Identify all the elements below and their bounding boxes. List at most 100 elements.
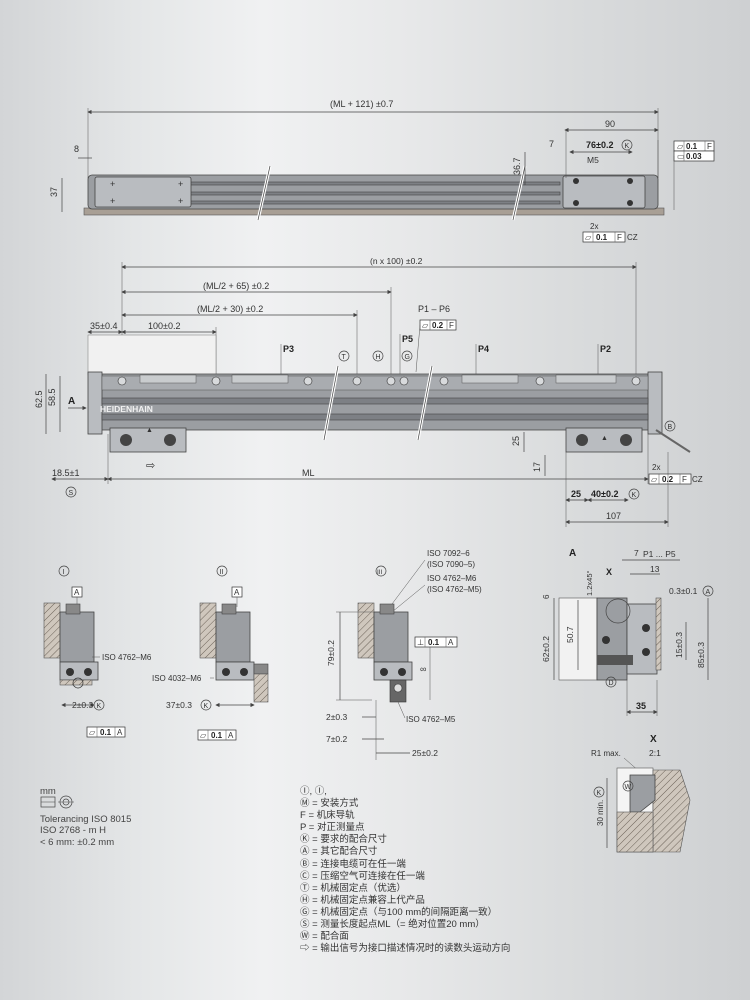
dim-107: 107 <box>606 511 621 521</box>
detail-ii-ref: A <box>234 588 240 597</box>
detail-iii-dim-25: 25±0.2 <box>412 748 438 758</box>
svg-text:+: + <box>178 179 183 189</box>
svg-text:▱: ▱ <box>422 321 429 330</box>
svg-text:K: K <box>204 703 209 710</box>
label-t: T <box>342 354 347 361</box>
detail-a-label-d: D <box>609 680 614 687</box>
detail-ii-dim: 37±0.3 <box>166 700 192 710</box>
end-block-left <box>94 176 192 208</box>
legend-item: ⇨ = 输出信号为接口描述情况时的读数头运动方向 <box>300 943 511 955</box>
label-h: H <box>376 354 381 361</box>
dim-100: 100±0.2 <box>148 321 180 331</box>
svg-text:▲: ▲ <box>601 435 608 442</box>
label-p4: P4 <box>478 344 489 354</box>
dim-25v: 25 <box>511 436 521 446</box>
detail-iii-dim-7: 7±0.2 <box>326 734 347 744</box>
detail-a-dim-0-3: 0.3±0.1 <box>669 586 698 596</box>
projection-symbol <box>40 795 74 809</box>
dim-62-5: 62.5 <box>34 390 44 408</box>
legend-item: F = 机床导轨 <box>300 810 355 822</box>
dim-n100: (n x 100) ±0.2 <box>370 256 423 266</box>
detail-x-label-w: W <box>625 784 632 791</box>
svg-text:K: K <box>625 143 630 150</box>
dim-ml2-30: (ML/2 + 30) ±0.2 <box>197 304 263 314</box>
legend-item: Ⓚ = 要求的配合尺寸 <box>300 834 387 846</box>
flatness-1: 0.1 <box>686 142 698 151</box>
detail-x-title: X <box>650 734 657 745</box>
detail-ii-tol-ref: A <box>228 731 234 740</box>
detail-i-tol-ref: A <box>117 728 123 737</box>
svg-text:+: + <box>178 196 183 206</box>
tol-p: 0.2 <box>432 321 444 330</box>
label-p3: P3 <box>283 344 294 354</box>
legend-item: Ⓢ = 测量长度起点ML（= 绝对位置20 mm） <box>300 919 485 931</box>
legend-item: Ⓐ = 其它配合尺寸 <box>300 846 378 858</box>
detail-a: A 7 P1 ... P5 X 13 1.2x45° 6 0.3±0.1 A 5… <box>541 548 714 716</box>
detail-a-dim-62: 62±0.2 <box>541 636 551 662</box>
detail-i-roman: I <box>63 569 65 576</box>
detail-a-chamfer: 1.2x45° <box>585 570 594 596</box>
legend-head: Ⓘ, Ⓘ, <box>300 786 327 797</box>
dim-76: 76±0.2 <box>586 140 613 150</box>
dim-25: 25 <box>571 489 581 499</box>
label-p5: P5 <box>402 334 413 344</box>
detail-i-ref: A <box>74 588 80 597</box>
tolerance-line-2: ISO 2768 - m H <box>40 825 106 836</box>
detail-ii: II A ISO 4032–M6 37±0.3 K ▱ 0.1 A <box>152 565 269 741</box>
detail-iii-iso5: ISO 4762–M5 <box>406 715 456 724</box>
dim-ml2-65: (ML/2 + 65) ±0.2 <box>203 281 269 291</box>
svg-text:▱: ▱ <box>651 475 658 484</box>
detail-iii-roman: III <box>377 569 383 576</box>
detail-a-dim-50-7: 50.7 <box>565 626 575 643</box>
detail-iii-tol-ref: A <box>448 638 454 647</box>
flatness-1-ref: F <box>707 142 712 151</box>
svg-text:⊥: ⊥ <box>417 638 424 647</box>
svg-text:▲: ▲ <box>146 427 153 434</box>
detail-a-dim-85: 85±0.3 <box>696 642 706 668</box>
note-2x-main: 2x <box>652 463 660 472</box>
dim-m5: M5 <box>587 155 599 165</box>
detail-x-dim-30: 30 min. <box>596 800 605 826</box>
svg-text:▱: ▱ <box>677 142 684 151</box>
unit-label: mm <box>40 786 56 797</box>
dim-36-7: 36.7 <box>512 157 522 175</box>
legend-item: Ⓦ = 配合面 <box>300 931 349 943</box>
dim-35: 35±0.4 <box>90 321 117 331</box>
label-b: B <box>668 424 673 431</box>
svg-text:K: K <box>597 790 602 797</box>
dim-37: 37 <box>49 187 59 197</box>
svg-text:▱: ▱ <box>200 731 207 740</box>
label-p2: P2 <box>600 344 611 354</box>
detail-i: I A ISO 4762–M6 2±0.3 K ▱ 0.1 A <box>43 565 152 738</box>
detail-i-tol: 0.1 <box>100 728 112 737</box>
detail-a-dim-13: 13 <box>650 564 660 574</box>
dim-40: 40±0.2 <box>591 489 618 499</box>
svg-text:K: K <box>632 492 637 499</box>
tolerance-line-1: Tolerancing ISO 8015 <box>40 813 132 825</box>
top-view: (ML + 121) ±0.7 8 37 + + + + 90 7 76±0.2… <box>49 99 715 243</box>
detail-iii-dim-79: 79±0.2 <box>326 640 336 666</box>
detail-i-iso: ISO 4762–M6 <box>102 653 152 662</box>
tol-2x: 0.1 <box>596 233 608 242</box>
legend-item: Ⓗ = 机械固定点兼容上代产品 <box>300 894 425 906</box>
svg-text:K: K <box>97 703 102 710</box>
motion-arrow: ⇨ <box>146 460 155 472</box>
detail-a-dim-7: 7 <box>634 548 639 558</box>
detail-a-title: A <box>569 548 576 559</box>
legend-item: Ⓑ = 连接电缆可在任一端 <box>300 858 406 870</box>
detail-iii-dim-2: 2±0.3 <box>326 712 347 722</box>
legend-item: Ⓜ = 安装方式 <box>300 798 359 810</box>
legend-item: Ⓣ = 机械固定点（优选） <box>300 882 406 894</box>
p1-p6: P1 – P6 <box>418 304 450 314</box>
detail-x-r1: R1 max. <box>591 749 621 758</box>
dim-8: 8 <box>74 144 79 154</box>
detail-a-dim-35: 35 <box>636 701 646 711</box>
tol-2x-main-suffix: CZ <box>692 475 703 484</box>
detail-ii-iso: ISO 4032–M6 <box>152 674 202 683</box>
main-view: (n x 100) ±0.2 (ML/2 + 65) ±0.2 (ML/2 + … <box>34 256 703 527</box>
detail-iii-inf: ∞ <box>420 664 426 674</box>
label-s: S <box>69 490 74 497</box>
detail-iii: III ISO 7092–6 (ISO 7090–5) ISO 4762–M6 … <box>326 549 482 760</box>
detail-iii-iso2: (ISO 7090–5) <box>427 560 475 569</box>
